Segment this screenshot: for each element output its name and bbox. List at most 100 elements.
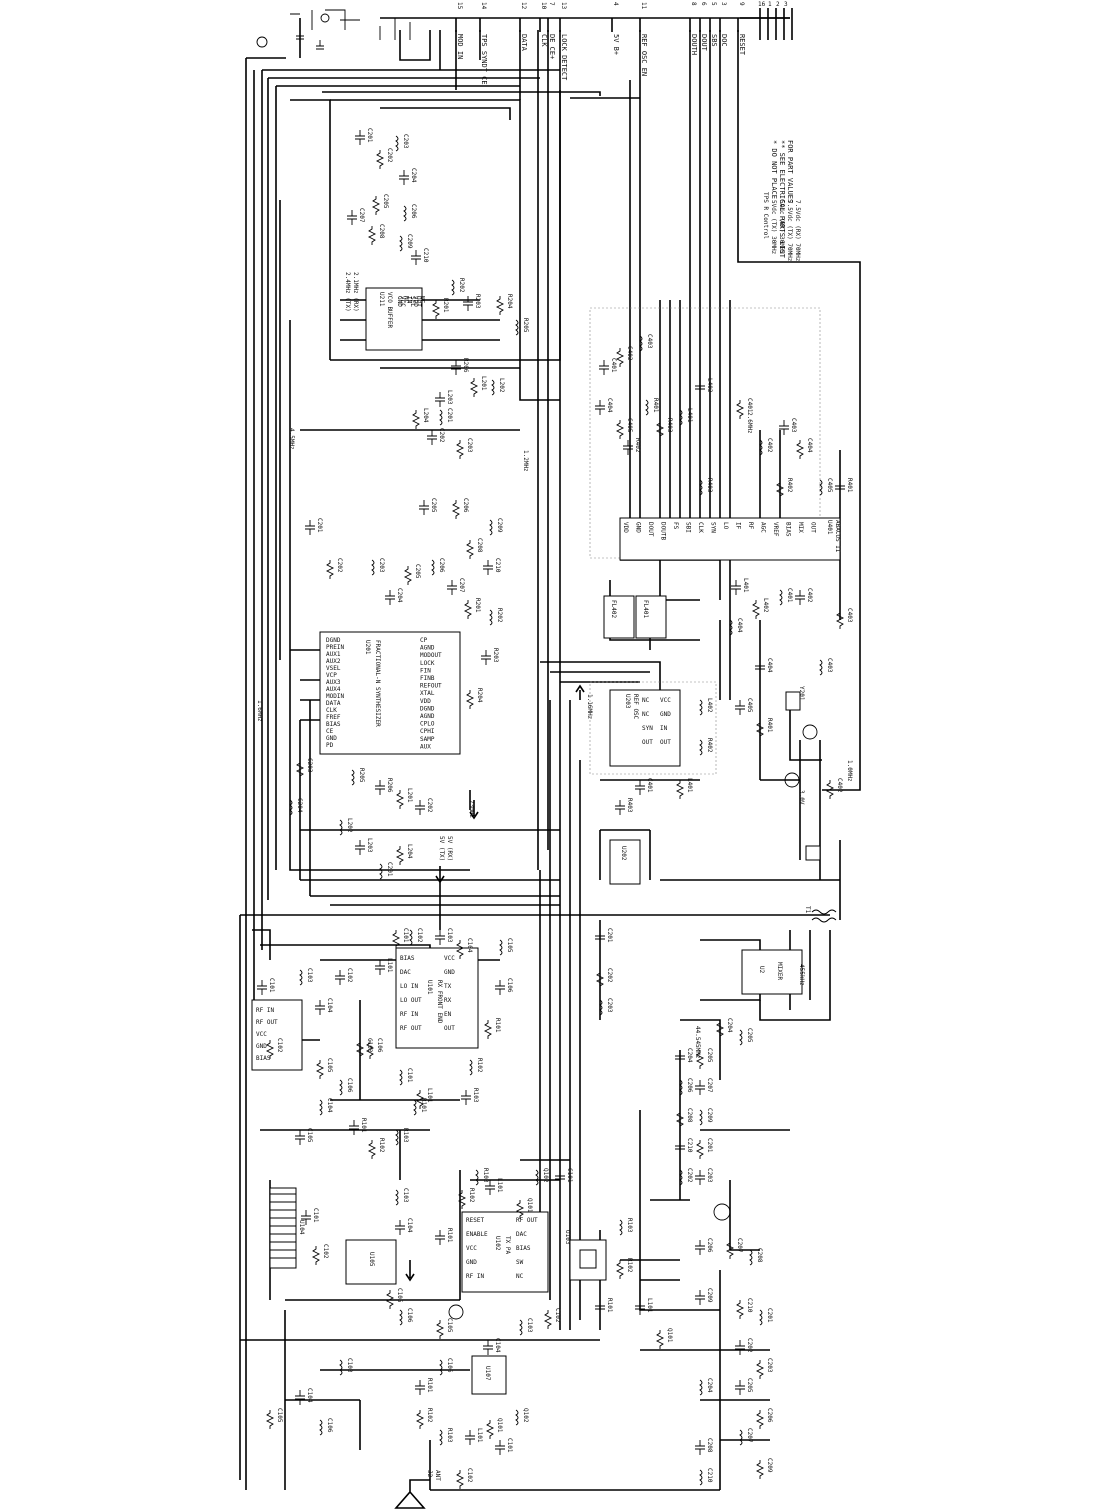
ladder-part: C208 — [675, 1108, 693, 1129]
connector-pin-label: DOUT — [700, 34, 708, 52]
antenna: J2 ANT — [394, 1470, 441, 1509]
abacus-pin: RF — [747, 522, 754, 530]
synth-part: C203 — [371, 558, 385, 576]
side-conn-ref: U104 — [298, 1220, 305, 1235]
connector-pin-label: DOC — [720, 34, 728, 47]
abacus-pin: BIAS — [785, 522, 792, 537]
abacus-part: L401 — [731, 578, 749, 595]
freq-label-455: 455kHz — [798, 964, 805, 986]
abacus-part-label: C404 — [736, 618, 743, 633]
freq-label-tx24: 2.4MHz (TX) — [344, 272, 351, 312]
ladder-part-label: C205 — [706, 1048, 713, 1063]
tx-part-label: C102 — [554, 1308, 561, 1323]
abacus-part-label: R402 — [706, 738, 713, 753]
ladder-part: C210 — [699, 1468, 713, 1486]
rx-part: C104 — [315, 998, 333, 1015]
tx-part: Q102 — [535, 1168, 549, 1186]
synth-part-label: R201 — [474, 598, 481, 613]
vco-part: C208 — [367, 224, 385, 245]
ladder-part-label: C204 — [686, 1048, 693, 1063]
abacus-part: L402 — [699, 698, 713, 716]
rx-part-label: R103 — [472, 1088, 479, 1103]
txpa-pin: BIAS — [516, 1245, 531, 1252]
vco-component-field: C201C202C203C204C205C206C207C208C209C210… — [347, 128, 529, 459]
vco-part: C210 — [411, 248, 429, 265]
connector-pin-label: DOUTH — [690, 34, 698, 55]
freq-label-116: 1.16MHz — [586, 694, 593, 720]
txpa-pin: RF IN — [466, 1273, 484, 1280]
ic-u105: U105 — [345, 1239, 397, 1285]
abacus-pin: GND — [635, 522, 642, 533]
wiring — [239, 18, 861, 1491]
rx-part: R101 — [483, 1018, 501, 1039]
vco-part: L203 — [435, 390, 453, 407]
synth-left-pin: GND — [326, 735, 337, 742]
abacus-pin: VREF — [772, 522, 779, 537]
ladder-part: C204 — [699, 1378, 713, 1396]
synth-right-pin: FINB — [420, 675, 435, 682]
synth-part: R203 — [481, 648, 499, 665]
freq-label-12: 1.2MHz — [522, 450, 529, 472]
abacus-part: C403 — [779, 418, 797, 435]
synth-part: C208 — [465, 538, 483, 559]
vco-part-label: R206 — [462, 358, 469, 373]
rxfe-pin: VCC — [444, 955, 455, 962]
tx-part: Q101 — [515, 1198, 533, 1219]
tx-part-label: C104 — [406, 1218, 413, 1233]
abacus-part: C405 — [615, 418, 633, 439]
rxfe-pin: OUT — [444, 1025, 455, 1032]
vco-pin: NC — [418, 296, 425, 304]
tx-part-label: R102 — [426, 1408, 433, 1423]
synth-part: C201 — [379, 862, 393, 880]
abacus-part-label: C405 — [626, 418, 633, 433]
rx-part-label: C106 — [346, 1078, 353, 1093]
vco-part: C203 — [395, 134, 409, 152]
ladder-part: C206 — [679, 1078, 693, 1096]
ladder-part: C201 — [695, 1138, 713, 1159]
abacus-part: R403 — [615, 798, 633, 815]
vreg-ref: U202 — [620, 846, 627, 861]
synth-right-pin: REFOUT — [420, 683, 442, 690]
ladder-part-label: C208 — [706, 1438, 713, 1453]
abacus-part: C404 — [729, 618, 743, 636]
freq-label-26: 2.6MHz — [746, 412, 753, 434]
abacus-part: C401 — [735, 398, 753, 419]
vco-part: L202 — [491, 378, 505, 396]
tx-part: Q102 — [515, 1408, 529, 1426]
abacus-part: R403 — [655, 418, 673, 439]
rx-part: C105 — [315, 1058, 333, 1079]
ground-pin-1: 1 — [768, 1, 772, 8]
tx-part: C105 — [385, 1288, 403, 1309]
synth-left-pin: VSEL — [326, 665, 341, 672]
vco-part-label: R201 — [442, 298, 449, 313]
vco-part: C201 — [355, 128, 373, 145]
synth-part: C201 — [305, 518, 323, 535]
rx-part: R103 — [461, 1088, 479, 1105]
abacus-part: C405 — [819, 478, 833, 496]
rx-part: C102 — [409, 928, 423, 946]
synth-part: L204 — [395, 844, 413, 865]
ladder-part: C210 — [735, 1298, 753, 1319]
rx-part-label: R101 — [494, 1018, 501, 1033]
tx-part-label: C106 — [326, 1418, 333, 1433]
ladder-part: C207 — [695, 1078, 713, 1095]
abacus-pin: IF — [735, 522, 742, 530]
connector-pin-number: 4 — [612, 2, 619, 6]
tx-part-label: R101 — [426, 1378, 433, 1393]
ground-stack — [740, 8, 793, 40]
abacus-ref: U401 — [826, 520, 833, 535]
abacus-part-label: R402 — [634, 438, 641, 453]
abacus-part: C401 — [599, 358, 617, 375]
ladder-part: C209 — [699, 1108, 713, 1126]
synth-part-label: C205 — [414, 564, 421, 579]
synth-right-pin: CPHI — [420, 728, 435, 735]
tps-title: TPS R Control — [762, 192, 769, 239]
rx-part-label: R103 — [402, 1128, 409, 1143]
rx-part: C101 — [391, 928, 409, 949]
vco-part-label: C206 — [410, 204, 417, 219]
ladder-part-label: C203 — [766, 1358, 773, 1373]
connector-pin-label: RESET — [738, 34, 746, 56]
rxfe-pin: DAC — [400, 969, 411, 976]
